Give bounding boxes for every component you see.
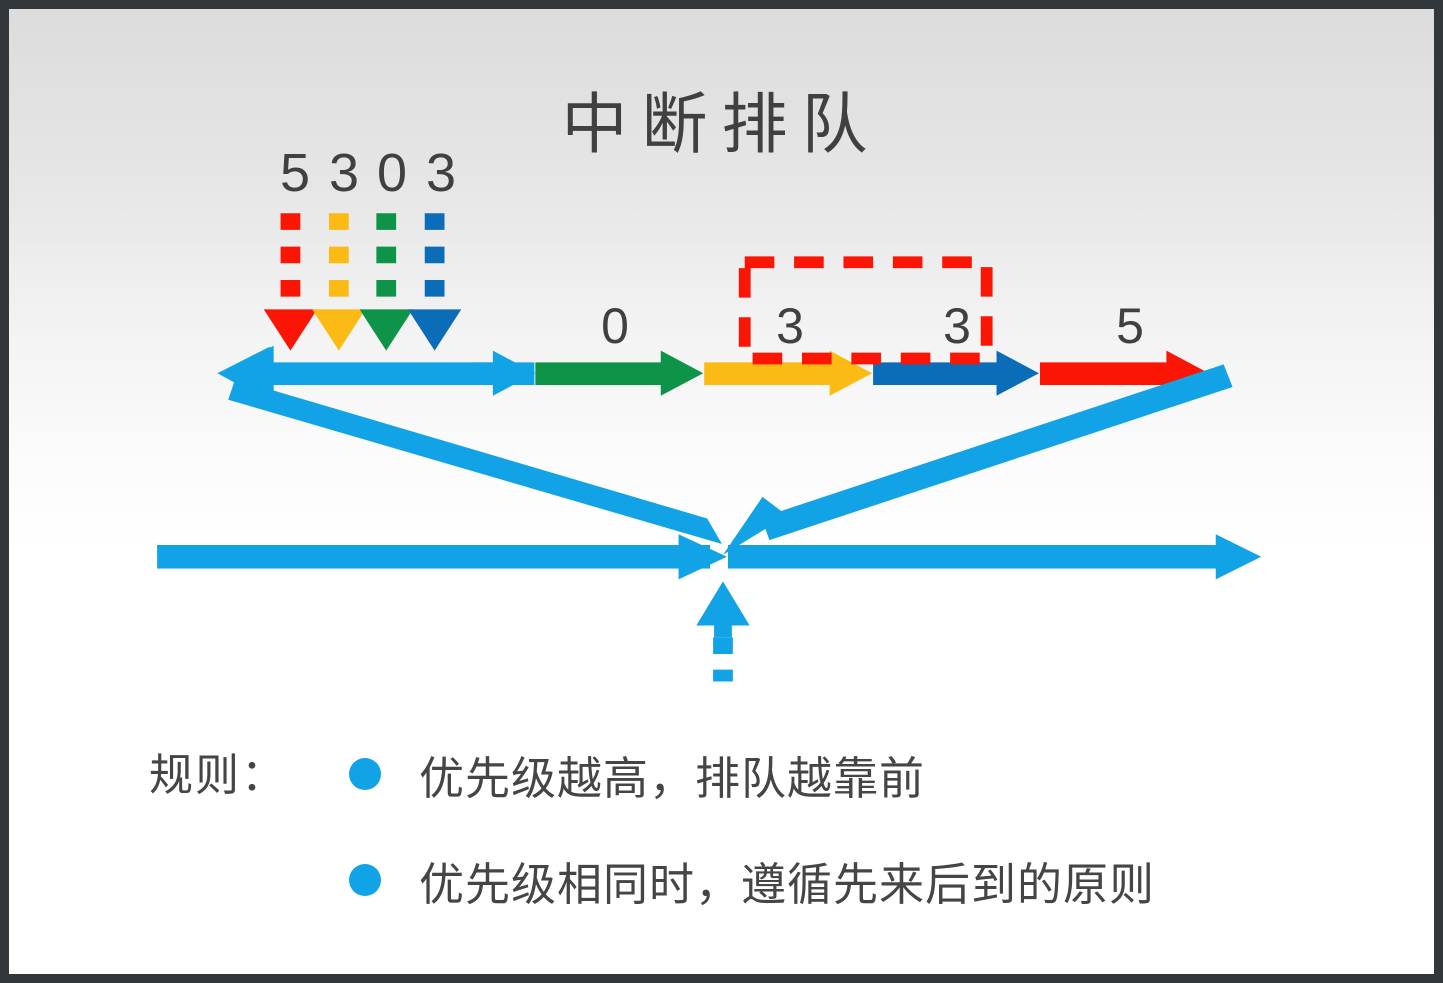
queue-label-blue: 3 [943,298,971,354]
queue-segment-cyan [219,345,535,401]
rule-item-2: 优先级相同时，遵循先来后到的原则 [349,827,1339,933]
queue-label-green: 0 [601,298,629,354]
incoming-arrow-amber [312,213,366,351]
rules-caption: 规则： [149,751,287,800]
rule-text-1: 优先级越高，排队越靠前 [419,752,926,804]
queue-entry-right-diagonal [722,364,1233,555]
rule-item-1: 优先级越高，排队越靠前 [349,721,1339,827]
incoming-label-green: 0 [376,143,408,203]
incoming-arrow-green [359,213,413,351]
incoming-label-blue: 3 [425,143,457,203]
incoming-label-amber: 3 [328,143,360,203]
incoming-arrow-red [263,213,318,351]
incoming-arrow-blue [407,213,462,351]
queue-segment-amber [704,350,873,396]
rule-text-2: 优先级相同时，遵循先来后到的原则 [419,858,1156,910]
queue-label-red: 5 [1116,298,1144,354]
interrupt-queue-diagram [157,213,1262,682]
bullet-icon [349,864,381,896]
bullet-icon [349,758,381,790]
cpu-timeline [157,534,1262,580]
rules-block: 规则： 优先级越高，排队越靠前 优先级相同时，遵循先来后到的原则 [139,721,1339,933]
priority-group-highlight [738,256,993,365]
queue-label-amber: 3 [776,298,804,354]
interrupt-trigger-arrow [696,581,750,682]
incoming-label-red: 5 [279,143,311,203]
queue-segment-green [535,350,704,396]
page-title: 中断排队 [561,87,882,161]
queue-cyan-head [473,350,536,396]
queue-return-left-diagonal [217,346,722,545]
queue-segment-blue [873,350,1039,396]
